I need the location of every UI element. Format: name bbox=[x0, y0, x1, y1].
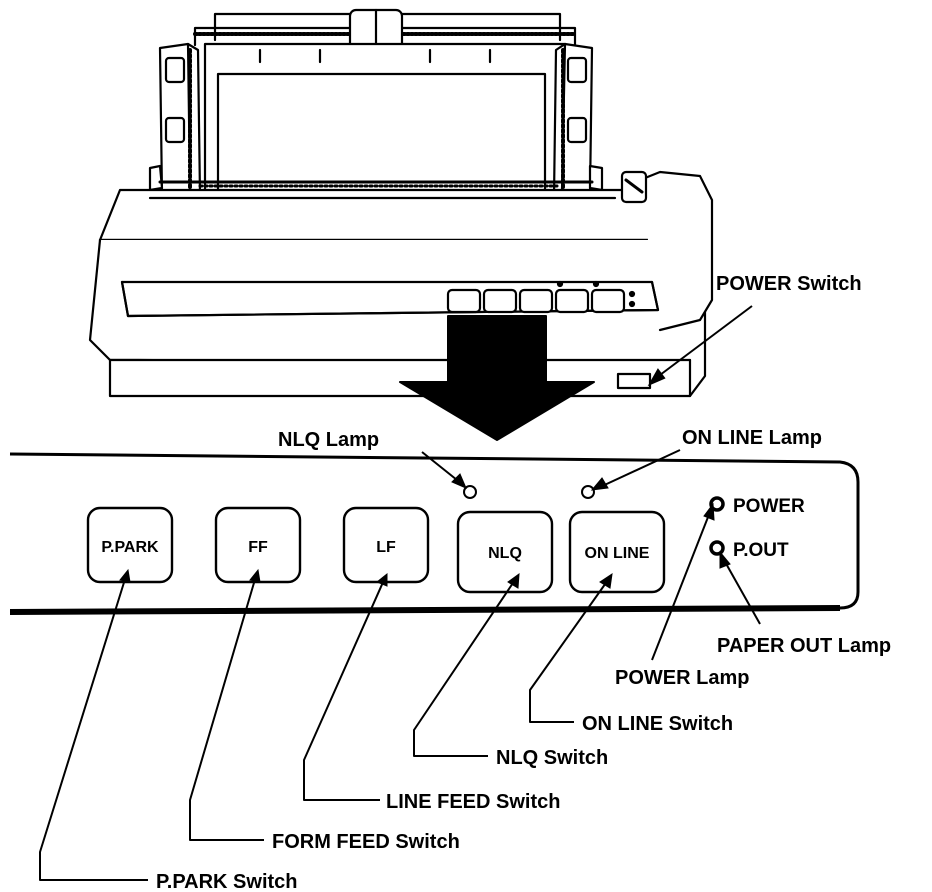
panel-lamps bbox=[463, 485, 725, 556]
on-line-key-label: ON LINE bbox=[585, 545, 650, 562]
power-switch-label: POWER Switch bbox=[716, 273, 862, 295]
line-feed-switch-label: LINE FEED Switch bbox=[386, 791, 560, 813]
power-lamp-label: POWER Lamp bbox=[615, 667, 749, 689]
on-line-lamp bbox=[581, 485, 595, 499]
ff-key-label: FF bbox=[248, 539, 268, 556]
p-out-lamp bbox=[709, 540, 725, 556]
callout-arrowheads bbox=[119, 473, 731, 589]
power-switch-leader bbox=[647, 305, 753, 387]
control-panel-edge bbox=[9, 605, 841, 615]
p-out-indicator-label: P.OUT bbox=[733, 540, 789, 561]
callout-lines bbox=[39, 449, 761, 881]
nlq-key[interactable] bbox=[456, 510, 554, 594]
printer-illustration bbox=[88, 8, 714, 398]
power-lamp bbox=[709, 496, 725, 512]
nlq-lamp bbox=[463, 485, 477, 499]
nlq-switch-label: NLQ Switch bbox=[496, 747, 608, 769]
form-feed-switch-label: FORM FEED Switch bbox=[272, 831, 460, 853]
nlq-key-label: NLQ bbox=[488, 545, 522, 562]
on-line-switch-label: ON LINE Switch bbox=[582, 713, 733, 735]
on-line-lamp-label: ON LINE Lamp bbox=[682, 427, 822, 449]
p-park-key-label: P.PARK bbox=[101, 539, 159, 556]
paper-out-lamp-label: PAPER OUT Lamp bbox=[717, 635, 891, 657]
lf-key-label: LF bbox=[376, 539, 396, 556]
on-line-key[interactable] bbox=[568, 510, 666, 594]
control-panel-outline bbox=[9, 452, 860, 614]
power-indicator-label: POWER bbox=[733, 496, 805, 517]
zoom-arrow bbox=[399, 315, 595, 441]
p-park-switch-label: P.PARK Switch bbox=[156, 871, 298, 892]
keys bbox=[86, 506, 666, 594]
nlq-lamp-label: NLQ Lamp bbox=[278, 429, 379, 451]
